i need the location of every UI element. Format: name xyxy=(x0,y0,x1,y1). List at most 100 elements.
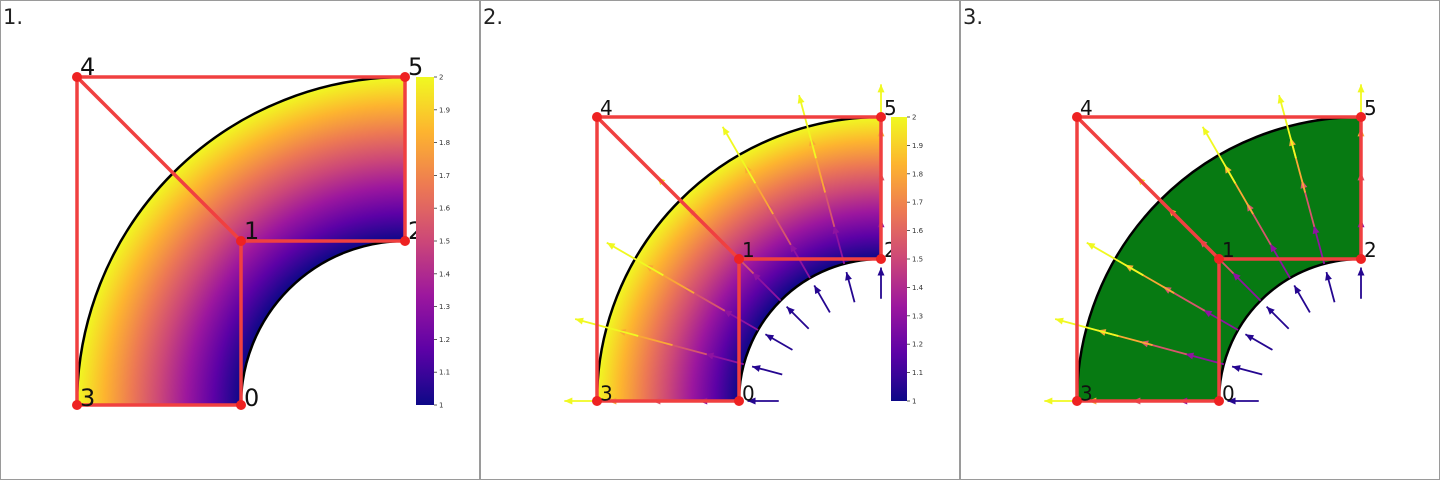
mesh-node xyxy=(236,400,246,410)
node-label: 1 xyxy=(742,238,755,262)
colorbar-tick-label: 1.7 xyxy=(912,199,923,207)
node-label: 3 xyxy=(600,382,613,406)
colorbar-tick-label: 1.8 xyxy=(439,139,450,147)
mesh-node xyxy=(1072,112,1082,122)
vector-arrow xyxy=(764,333,793,351)
colorbar-tick-label: 1.2 xyxy=(912,341,923,349)
vector-arrow xyxy=(1227,397,1259,405)
node-label: 4 xyxy=(80,53,95,81)
colorbar xyxy=(891,117,907,401)
node-label: 3 xyxy=(80,384,95,412)
colorbar-tick-label: 1.2 xyxy=(439,336,450,344)
colorbar-tick-label: 1.6 xyxy=(912,227,924,235)
colorbar-tick-label: 1.7 xyxy=(439,172,450,180)
vector-arrow xyxy=(1269,243,1291,279)
vector-arrow xyxy=(1293,284,1311,313)
colorbar-tick-label: 1.1 xyxy=(439,369,450,377)
vector-arrow xyxy=(723,309,759,331)
vector-arrow xyxy=(721,126,757,184)
node-label: 4 xyxy=(600,96,613,120)
vector-arrow xyxy=(1231,271,1262,302)
panel-number: 3. xyxy=(963,5,984,29)
node-label: 5 xyxy=(884,96,897,120)
vector-arrow xyxy=(751,365,783,376)
mesh-edge xyxy=(595,115,741,261)
node-label: 1 xyxy=(1222,238,1235,262)
vector-arrow xyxy=(1203,309,1239,331)
colorbar-tick-label: 1.8 xyxy=(912,170,923,178)
vector-arrow xyxy=(789,243,811,279)
colorbar-tick-label: 1.4 xyxy=(439,270,451,278)
vector-arrow xyxy=(574,317,639,337)
mesh-node xyxy=(592,396,602,406)
colorbar-tick-label: 1.4 xyxy=(912,284,924,292)
inner-boundary xyxy=(239,239,406,406)
colorbar-tick-label: 1.5 xyxy=(439,238,450,246)
mesh-node xyxy=(72,400,82,410)
mesh-node xyxy=(400,72,410,82)
vector-arrow xyxy=(747,397,779,405)
colorbar-tick-label: 1.3 xyxy=(439,303,450,311)
vector-arrow xyxy=(1231,365,1263,376)
mesh-node xyxy=(1356,254,1366,264)
mesh-node xyxy=(1214,396,1224,406)
colorbar-tick-label: 1.1 xyxy=(912,369,923,377)
mesh-node xyxy=(1072,396,1082,406)
mesh-node xyxy=(236,236,246,246)
vector-arrow xyxy=(1054,317,1119,337)
node-label: 4 xyxy=(1080,96,1093,120)
vector-arrow xyxy=(813,284,831,313)
vector-arrow xyxy=(1086,241,1144,277)
colorbar-tick-label: 1.3 xyxy=(912,312,923,320)
vector-arrow xyxy=(785,305,810,330)
mesh-edge xyxy=(75,75,243,243)
colorbar-tick-label: 1.6 xyxy=(439,205,451,213)
mesh-node xyxy=(592,112,602,122)
mesh-node xyxy=(876,112,886,122)
node-label: 0 xyxy=(1222,382,1235,406)
vector-arrow xyxy=(1277,94,1297,159)
colorbar-tick-label: 2 xyxy=(439,74,443,82)
vector-arrow xyxy=(751,271,782,302)
colorbar-tick-label: 1.9 xyxy=(439,106,450,114)
vector-arrow xyxy=(845,271,856,303)
vector-arrow xyxy=(1357,267,1365,299)
node-label: 0 xyxy=(742,382,755,406)
panel-3: 3. 0 1 2 3 4 5 xyxy=(960,0,1440,480)
mesh-node xyxy=(734,396,744,406)
node-label: 0 xyxy=(244,384,259,412)
mesh-node xyxy=(1356,112,1366,122)
vector-arrow xyxy=(1265,305,1290,330)
inner-boundary xyxy=(737,257,882,402)
vector-arrow xyxy=(1325,271,1336,303)
colorbar xyxy=(416,77,434,405)
colorbar-tick-label: 2 xyxy=(912,114,916,122)
mesh-node xyxy=(400,236,410,246)
mesh-node xyxy=(1214,254,1224,264)
node-label: 5 xyxy=(1364,96,1377,120)
node-label: 5 xyxy=(408,53,423,81)
vector-arrow xyxy=(1201,126,1237,184)
mesh-edge xyxy=(1075,115,1221,261)
panel-number: 1. xyxy=(3,5,24,29)
colorbar-tick-label: 1 xyxy=(439,402,443,410)
vector-arrow xyxy=(1244,333,1273,351)
vector-arrow xyxy=(606,241,664,277)
colorbar-tick-label: 1.5 xyxy=(912,256,923,264)
vector-arrow xyxy=(877,267,885,299)
mesh-plot-3: 0 1 2 3 4 5 xyxy=(1044,84,1377,406)
node-label: 1 xyxy=(244,217,259,245)
mesh-node xyxy=(734,254,744,264)
vector-arrow xyxy=(797,94,817,159)
mesh-node xyxy=(72,72,82,82)
colorbar-tick-label: 1.9 xyxy=(912,142,923,150)
inner-boundary xyxy=(1217,257,1362,402)
mesh-node xyxy=(876,254,886,264)
colorbar-tick-label: 1 xyxy=(912,398,916,406)
node-label: 3 xyxy=(1080,382,1093,406)
node-label: 2 xyxy=(1364,238,1377,262)
